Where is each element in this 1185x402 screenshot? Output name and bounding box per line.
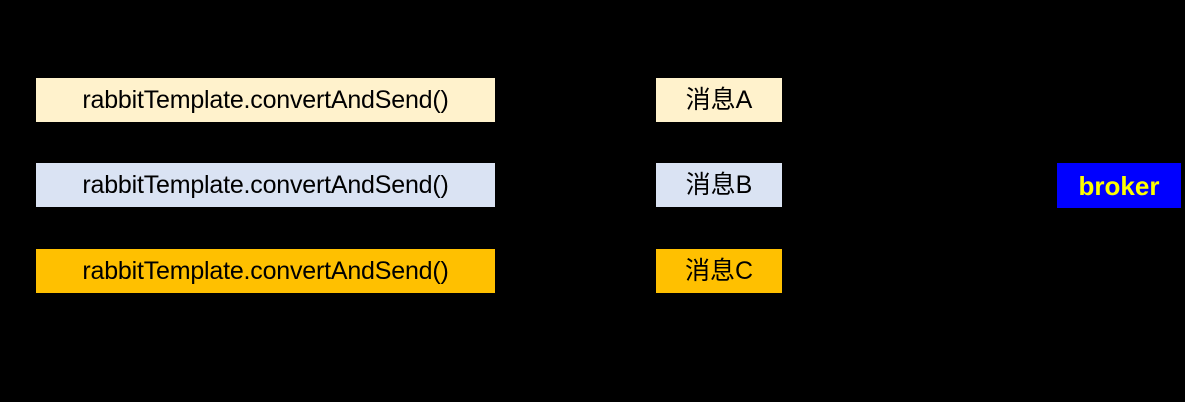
message-box-b: 消息B <box>656 163 782 207</box>
diagram-row-c: rabbitTemplate.convertAndSend() 消息C <box>0 249 1185 294</box>
message-box-c: 消息C <box>656 249 782 293</box>
message-box-a: 消息A <box>656 78 782 122</box>
method-call-box-c: rabbitTemplate.convertAndSend() <box>36 249 495 293</box>
broker-box: broker <box>1057 163 1181 208</box>
diagram-row-a: rabbitTemplate.convertAndSend() 消息A <box>0 78 1185 123</box>
diagram-row-b: rabbitTemplate.convertAndSend() 消息B brok… <box>0 163 1185 208</box>
method-call-box-a: rabbitTemplate.convertAndSend() <box>36 78 495 122</box>
method-call-box-b: rabbitTemplate.convertAndSend() <box>36 163 495 207</box>
